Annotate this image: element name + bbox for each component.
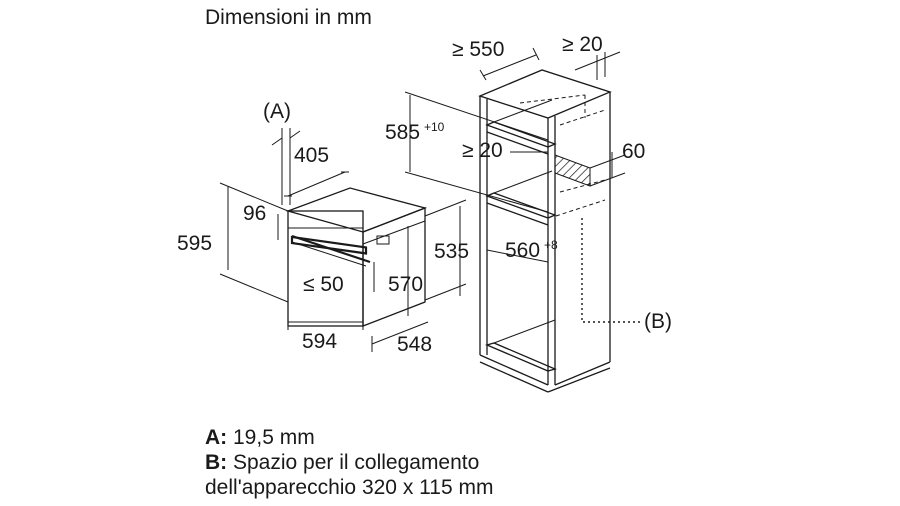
dim-oven-405: 405 xyxy=(294,144,329,167)
dim-oven-570: 570 xyxy=(388,273,423,296)
dim-oven-96: 96 xyxy=(243,202,266,225)
dim-cabinet-side-gap: ≥ 20 xyxy=(562,33,603,56)
dim-oven-548: 548 xyxy=(397,333,432,356)
legend-a-text: 19,5 mm xyxy=(233,426,315,449)
dim-cabinet-depth-min: ≥ 550 xyxy=(452,38,504,61)
dim-cabinet-inner-gap: ≥ 20 xyxy=(462,139,503,162)
dim-cabinet-niche-width: 560 xyxy=(505,239,540,262)
dim-oven-535: 535 xyxy=(434,240,469,263)
cabinet-drawing xyxy=(478,69,640,393)
dim-cabinet-niche-width-tol: +8 xyxy=(544,238,558,252)
dim-cabinet-niche-height-tol: +10 xyxy=(424,120,445,134)
cabinet-label-b: (B) xyxy=(644,310,672,333)
oven-label-a: (A) xyxy=(263,100,291,123)
oven-dimension-lines xyxy=(219,128,467,352)
legend-a-key: A: xyxy=(205,426,227,449)
legend: A: 19,5 mm B: Spazio per il collegamento… xyxy=(205,426,493,499)
dim-oven-handle-gap: ≤ 50 xyxy=(303,273,344,296)
dim-oven-595: 595 xyxy=(177,232,212,255)
dim-cabinet-niche-height: 585 xyxy=(385,121,420,144)
diagram-title: Dimensioni in mm xyxy=(205,6,372,29)
legend-b-text-line2: dell'apparecchio 320 x 115 mm xyxy=(205,476,493,499)
dim-cabinet-vent: 60 xyxy=(622,140,645,163)
oven-drawing xyxy=(285,187,428,327)
dim-oven-594: 594 xyxy=(302,330,337,353)
legend-b-text-line1: Spazio per il collegamento xyxy=(233,451,479,474)
legend-b-key: B: xyxy=(205,451,227,474)
cabinet-dimension-lines xyxy=(404,47,626,263)
